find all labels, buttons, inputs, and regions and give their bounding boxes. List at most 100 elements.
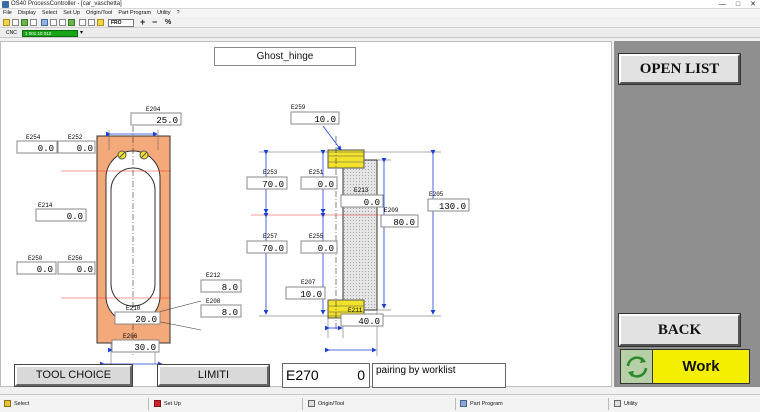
- svg-text:E211: E211: [348, 307, 363, 314]
- param-E252[interactable]: E252 0.0: [57, 134, 96, 154]
- limiti-button[interactable]: LIMITI: [157, 364, 270, 387]
- settings-icon[interactable]: [88, 19, 95, 26]
- param-E251[interactable]: E251 0.0: [300, 169, 338, 190]
- param-E207[interactable]: E207 10.0: [285, 279, 326, 300]
- param-E211[interactable]: E211 40.0: [340, 307, 384, 327]
- param-E204[interactable]: E204 25.0: [130, 106, 182, 126]
- param-E256[interactable]: E256 0.0: [57, 255, 96, 275]
- param-E213[interactable]: E213 0.0: [340, 187, 384, 208]
- run-icon[interactable]: [21, 19, 28, 26]
- tool-choice-button[interactable]: TOOL CHOICE: [14, 364, 133, 387]
- menu-part-program[interactable]: Part Program: [118, 10, 152, 16]
- cnc-dropdown-icon[interactable]: ▾: [80, 30, 84, 36]
- minimize-button[interactable]: —: [718, 1, 726, 8]
- svg-text:0.0: 0.0: [318, 180, 334, 190]
- svg-text:E207: E207: [301, 279, 316, 286]
- svg-text:E209: E209: [384, 207, 399, 214]
- status-setup[interactable]: Set Up: [154, 395, 181, 412]
- fro-plus-button[interactable]: +: [140, 17, 146, 27]
- svg-text:30.0: 30.0: [134, 343, 156, 353]
- app-icon: [2, 1, 9, 8]
- param-E259[interactable]: E259 10.0: [290, 104, 340, 125]
- menu-help[interactable]: ?: [176, 10, 180, 16]
- select-icon[interactable]: [50, 19, 57, 26]
- right-panel: OPEN LIST BACK Work: [614, 41, 760, 387]
- status-utility[interactable]: Utility: [614, 395, 637, 412]
- param-E253[interactable]: E253 70.0: [246, 169, 288, 190]
- svg-text:0.0: 0.0: [77, 144, 93, 154]
- param-E205[interactable]: E205 130.0: [427, 191, 470, 212]
- menu-display[interactable]: Display: [17, 10, 36, 16]
- hinge-drawing: E204 25.0 E254 0.0 E252 0.0 E214: [16, 104, 470, 378]
- param-E210[interactable]: E210 20.0: [114, 305, 161, 325]
- param-E212[interactable]: E212 8.0: [200, 272, 242, 293]
- cnc-bar: CNC 1 001 10 012 ▾: [0, 29, 760, 38]
- svg-text:0.0: 0.0: [77, 265, 93, 275]
- fro-selector[interactable]: FRO: [108, 19, 134, 27]
- svg-text:130.0: 130.0: [439, 202, 466, 212]
- param-E214[interactable]: E214 0.0: [35, 202, 87, 222]
- utility-icon[interactable]: [97, 19, 104, 26]
- menu-origin-tool[interactable]: Origin/Tool: [86, 10, 113, 16]
- part-program-icon: [460, 400, 467, 408]
- back-button[interactable]: BACK: [618, 313, 741, 347]
- svg-text:8.0: 8.0: [222, 283, 238, 293]
- svg-text:E213: E213: [354, 187, 369, 194]
- svg-text:E206: E206: [123, 333, 138, 340]
- window-controls: — □ ✕: [719, 0, 756, 9]
- reset-icon[interactable]: [30, 19, 37, 26]
- open-list-button[interactable]: OPEN LIST: [618, 53, 741, 85]
- setup-icon: [154, 400, 161, 408]
- open-folder-icon[interactable]: [3, 19, 10, 26]
- svg-text:0.0: 0.0: [318, 244, 334, 254]
- menu-setup[interactable]: Set Up: [63, 10, 81, 16]
- menu-select[interactable]: Select: [41, 10, 58, 16]
- svg-text:0.0: 0.0: [67, 212, 83, 222]
- svg-text:E254: E254: [26, 134, 41, 141]
- param-e270-field[interactable]: E270 0: [282, 363, 370, 388]
- hinge-body: [342, 159, 378, 311]
- svg-text:10.0: 10.0: [314, 115, 336, 125]
- svg-text:E250: E250: [28, 255, 43, 262]
- fro-minus-button[interactable]: −: [152, 17, 158, 27]
- svg-text:40.0: 40.0: [358, 317, 380, 327]
- svg-text:E210: E210: [126, 305, 141, 312]
- fro-percent-button[interactable]: %: [165, 19, 172, 26]
- origin-tool-icon: [308, 400, 315, 408]
- svg-text:E259: E259: [291, 104, 306, 111]
- status-part-program[interactable]: Part Program: [460, 395, 503, 412]
- menu-file[interactable]: File: [3, 10, 12, 16]
- work-mode-button[interactable]: Work: [620, 349, 750, 384]
- param-E255[interactable]: E255 0.0: [300, 233, 338, 254]
- select-icon: [4, 400, 11, 408]
- part-program-icon[interactable]: [79, 19, 86, 26]
- close-button[interactable]: ✕: [750, 1, 756, 8]
- maximize-button[interactable]: □: [735, 1, 741, 8]
- param-E250[interactable]: E250 0.0: [16, 255, 57, 275]
- menu-utility[interactable]: Utility: [157, 10, 171, 16]
- utility-icon: [614, 400, 621, 408]
- front-view: [61, 126, 202, 378]
- svg-text:0.0: 0.0: [37, 265, 53, 275]
- param-E257[interactable]: E257 70.0: [246, 233, 288, 254]
- param-e270-code: E270: [286, 367, 319, 383]
- toolbar: FRO + − %: [0, 17, 760, 28]
- cnc-status-field[interactable]: 1 001 10 012: [22, 30, 78, 37]
- param-E208[interactable]: E208 8.0: [200, 298, 242, 318]
- origin-icon[interactable]: [59, 19, 66, 26]
- tool-icon[interactable]: [12, 19, 19, 26]
- svg-text:E251: E251: [309, 169, 324, 176]
- param-E254[interactable]: E254 0.0: [16, 134, 58, 154]
- param-E206[interactable]: E206 30.0: [111, 333, 160, 353]
- param-E209[interactable]: E209 80.0: [380, 207, 419, 228]
- program-title: Ghost_hinge: [214, 47, 356, 66]
- start-icon[interactable]: [68, 19, 75, 26]
- display-icon[interactable]: [41, 19, 48, 26]
- work-label: Work: [653, 350, 749, 383]
- status-select[interactable]: Select: [4, 395, 29, 412]
- svg-text:E208: E208: [206, 298, 221, 305]
- status-origin-tool[interactable]: Origin/Tool: [308, 395, 344, 412]
- svg-text:E205: E205: [429, 191, 444, 198]
- side-view: [251, 125, 441, 356]
